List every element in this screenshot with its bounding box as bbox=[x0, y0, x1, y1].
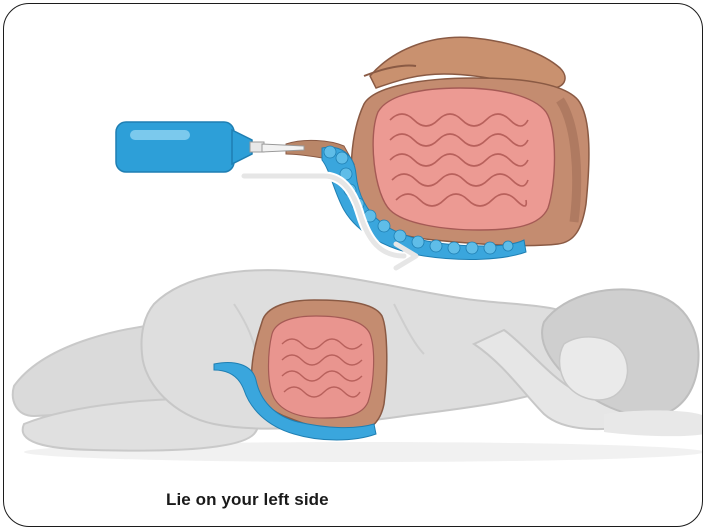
enema-illustration bbox=[4, 4, 703, 527]
intestine-large-illustration bbox=[286, 37, 589, 259]
enema-bottle-icon bbox=[116, 122, 304, 172]
instruction-card: Lie on your left side bbox=[3, 3, 703, 527]
instruction-caption: Lie on your left side bbox=[166, 490, 329, 510]
